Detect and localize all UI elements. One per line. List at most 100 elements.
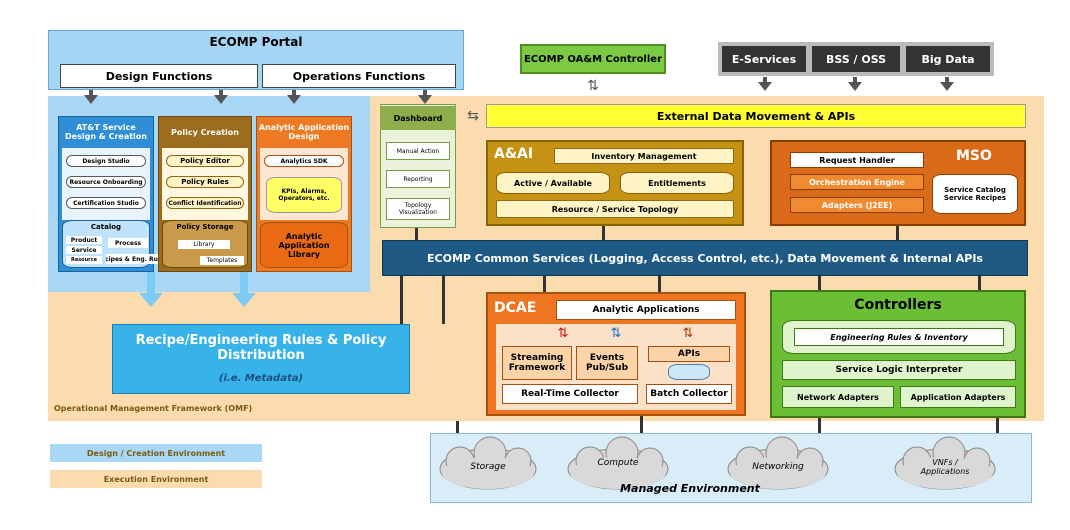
connector-line: [456, 421, 459, 433]
arrow-stem: [853, 77, 857, 83]
managed-clouds: [439, 436, 996, 490]
streaming-framework-box: Streaming Framework: [502, 346, 572, 380]
legend-design-creation: Design / Creation Environment: [50, 444, 262, 462]
catalog-recipes: Recipes & Eng. Rules: [106, 254, 158, 264]
design-functions-box: Design Functions: [60, 64, 258, 88]
real-time-collector-box: Real-Time Collector: [502, 384, 638, 404]
down-arrow-icon: [758, 82, 772, 91]
connector-line: [978, 276, 981, 290]
recipe-title: Recipe/Engineering Rules & Policy Distri…: [135, 333, 387, 363]
adapters-box: Adapters (J2EE): [790, 197, 924, 213]
connector-line: [996, 418, 999, 433]
networking-cloud-icon: [727, 436, 829, 490]
arrow-stem: [240, 272, 248, 294]
storage-label: Storage: [470, 462, 506, 472]
catalog-process: Process: [108, 238, 148, 248]
compute-label: Compute: [597, 458, 639, 468]
catalog-service: Service: [66, 246, 102, 254]
arrow-stem: [89, 90, 93, 96]
policy-templates: Templates: [200, 256, 244, 265]
policy-editor-item: Policy Editor: [166, 155, 244, 167]
external-data-movement-bar: External Data Movement & APIs: [486, 104, 1026, 128]
aai-title: A&AI: [494, 146, 534, 162]
compute-cloud-icon: [567, 436, 669, 490]
analytic-applications-box: Analytic Applications: [556, 300, 736, 320]
e-services-box: E-Services: [722, 46, 806, 72]
down-arrow-icon: [84, 95, 98, 104]
updown-arrow-icon: ⇅: [587, 78, 599, 94]
bss-oss-box: BSS / OSS: [812, 46, 900, 72]
connector-line: [442, 276, 445, 324]
batch-storage-cylinder: [668, 364, 710, 380]
resource-service-topology-box: Resource / Service Topology: [496, 200, 734, 218]
big-data-box: Big Data: [906, 46, 990, 72]
oam-controller: ECOMP OA&M Controller: [520, 44, 666, 74]
service-catalog-cylinder: Service Catalog Service Recipes: [932, 174, 1018, 214]
portal-title: ECOMP Portal: [209, 35, 303, 49]
orchestration-engine-box: Orchestration Engine: [790, 174, 924, 190]
manual-action-item: Manual Action: [386, 142, 450, 160]
vnfs-cloud-icon: [894, 436, 996, 490]
certification-studio-item: Certification Studio: [66, 197, 146, 209]
policy-rules-item: Policy Rules: [166, 176, 244, 188]
arrow-stem: [219, 90, 223, 96]
brown-updown-arrow-icon: ⇅: [682, 325, 694, 341]
connector-line: [640, 416, 643, 433]
apis-box: APIs: [648, 346, 730, 362]
legend-execution: Execution Environment: [50, 470, 262, 488]
policy-panel-title: Policy Creation: [171, 127, 239, 137]
entitlements-cylinder: Entitlements: [620, 172, 734, 194]
operations-functions-box: Operations Functions: [262, 64, 456, 88]
catalog-resource: Resource: [66, 256, 102, 264]
connector-line: [658, 276, 661, 292]
arrow-stem: [423, 90, 427, 96]
down-arrow-icon: [287, 95, 301, 104]
networking-label: Networking: [752, 462, 804, 472]
kpis-cylinder: KPIs, Alarms, Operators, etc.: [266, 177, 342, 213]
analytics-sdk-item: Analytics SDK: [264, 155, 344, 167]
connector-line: [896, 226, 899, 240]
catalog-label: Catalog: [90, 223, 122, 231]
batch-collector-box: Batch Collector: [646, 384, 732, 404]
policy-storage-label: Policy Storage: [176, 223, 234, 231]
omf-label: Operational Management Framework (OMF): [54, 404, 253, 413]
inventory-management-box: Inventory Management: [554, 148, 734, 164]
down-arrow-icon: [232, 293, 256, 307]
arrow-stem: [147, 272, 155, 294]
att-panel-title: AT&T Service Design & Creation: [65, 123, 147, 141]
mso-title: MSO: [956, 148, 992, 164]
down-arrow-icon: [139, 293, 163, 307]
vnfs-label: VNFs / Applications: [920, 458, 970, 476]
connector-line: [818, 276, 821, 290]
controllers-title: Controllers: [854, 297, 942, 313]
topology-visualization-item: Topology Visualization: [386, 198, 450, 220]
blue-updown-arrow-icon: ⇅: [610, 325, 622, 341]
connector-line: [602, 226, 605, 240]
resource-onboarding-item: Resource Onboarding: [66, 176, 146, 188]
connector-line: [400, 276, 403, 324]
arrow-stem: [292, 90, 296, 96]
connector-line: [818, 418, 821, 433]
dashboard-title: Dashboard: [380, 106, 456, 130]
connector-line: [543, 276, 546, 292]
active-available-cylinder: Active / Available: [496, 172, 610, 194]
recipe-subtitle: (i.e. Metadata): [218, 372, 304, 384]
design-studio-item: Design Studio: [66, 155, 146, 167]
arrow-stem: [763, 77, 767, 83]
analytic-panel-title: Analytic Application Design: [258, 123, 350, 141]
analytic-library-cylinder: Analytic Application Library: [260, 222, 348, 268]
recipe-distribution-box: [112, 324, 410, 394]
conflict-identification-item: Conflict Identification: [166, 197, 244, 209]
engineering-rules-inventory-box: Engineering Rules & Inventory: [794, 328, 1004, 346]
down-arrow-icon: [214, 95, 228, 104]
network-adapters-box: Network Adapters: [782, 386, 894, 408]
arrow-stem: [945, 77, 949, 83]
down-arrow-icon: [940, 82, 954, 91]
dcae-title: DCAE: [494, 300, 537, 316]
left-right-arrow-icon: ⇆: [467, 108, 479, 124]
down-arrow-icon: [848, 82, 862, 91]
events-pubsub-box: Events Pub/Sub: [576, 346, 638, 380]
request-handler-box: Request Handler: [790, 152, 924, 168]
policy-library: Library: [178, 240, 230, 249]
service-logic-interpreter-box: Service Logic Interpreter: [782, 360, 1016, 380]
